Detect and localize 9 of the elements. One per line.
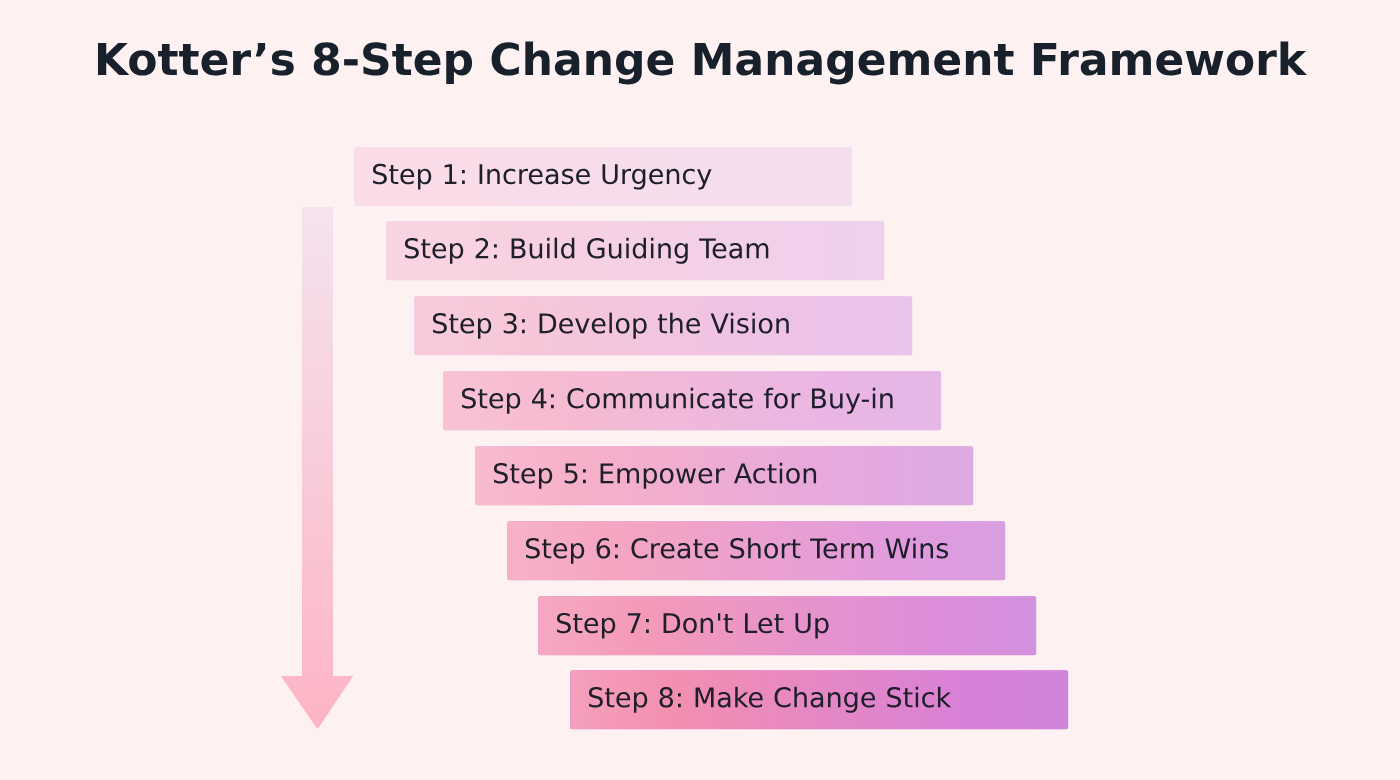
step-box: Step 6: Create Short Term Wins — [507, 521, 1006, 581]
step-box: Step 5: Empower Action — [475, 446, 974, 506]
step-box: Step 8: Make Change Stick — [570, 670, 1069, 730]
step-box: Step 2: Build Guiding Team — [386, 221, 885, 281]
step-box: Step 3: Develop the Vision — [414, 296, 913, 356]
title: Kotter’s 8-Step Change Management Framework — [97, 41, 1307, 85]
step-box: Step 1: Increase Urgency — [354, 147, 853, 207]
step-box: Step 4: Communicate for Buy-in — [443, 371, 942, 431]
step-box: Step 7: Don't Let Up — [538, 596, 1037, 656]
